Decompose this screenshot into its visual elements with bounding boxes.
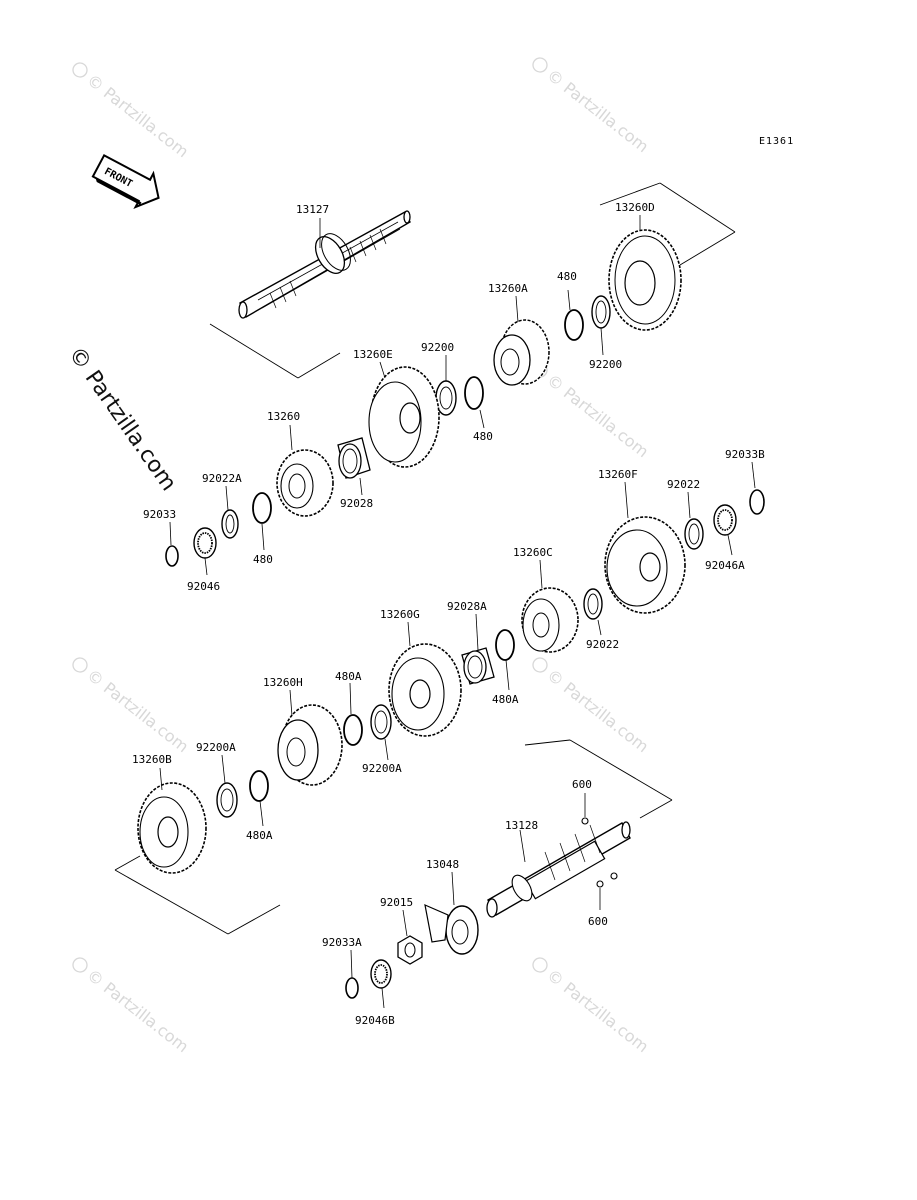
label-600: 600 <box>588 915 608 928</box>
watermark-group: © Partzilla.com © Partzilla.com © Partzi… <box>72 57 652 1056</box>
label-92200A: 92200A <box>362 762 402 775</box>
part-92200-washer[interactable] <box>591 295 611 356</box>
part-13260C-gear[interactable] <box>521 559 579 653</box>
label-480: 480 <box>253 553 273 566</box>
label-480: 480 <box>557 270 577 283</box>
label-92200A: 92200A <box>196 741 236 754</box>
label-92033: 92033 <box>143 508 176 521</box>
part-13260B-gear[interactable] <box>114 767 281 935</box>
part-92046-bearing[interactable] <box>193 527 217 576</box>
label-92200: 92200 <box>589 358 622 371</box>
label-92033B: 92033B <box>725 448 765 461</box>
label-13128: 13128 <box>505 819 538 832</box>
label-13260A: 13260A <box>488 282 528 295</box>
watermark-text: © Partzilla.com <box>543 370 652 461</box>
part-600-ball[interactable] <box>581 793 589 825</box>
label-480A: 480A <box>246 829 273 842</box>
part-92046B-bearing[interactable] <box>370 959 392 1009</box>
part-92022A-washer[interactable] <box>221 485 239 539</box>
label-92046: 92046 <box>187 580 220 593</box>
part-13260A-gear[interactable] <box>493 295 550 386</box>
part-480-circlip[interactable] <box>564 289 584 341</box>
watermark-text: © Partzilla.com <box>543 65 652 156</box>
label-13260E: 13260E <box>353 348 393 361</box>
part-92015-nut[interactable] <box>397 909 423 965</box>
part-13260E-gear[interactable] <box>368 361 440 468</box>
label-92028A: 92028A <box>447 600 487 613</box>
part-92028-bushing[interactable] <box>337 437 371 496</box>
part-92033A-circlip[interactable] <box>345 949 359 999</box>
label-92015: 92015 <box>380 896 413 909</box>
label-13048: 13048 <box>426 858 459 871</box>
label-92022: 92022 <box>667 478 700 491</box>
label-480: 480 <box>473 430 493 443</box>
label-13260D: 13260D <box>615 201 655 214</box>
part-600-ball[interactable] <box>596 872 618 910</box>
label-92200: 92200 <box>421 341 454 354</box>
label-92046B: 92046B <box>355 1014 395 1027</box>
part-480A-circlip[interactable] <box>495 629 515 691</box>
part-92033B-circlip[interactable] <box>749 461 765 515</box>
label-13127: 13127 <box>296 203 329 216</box>
watermark-text: © Partzilla.com <box>83 665 192 756</box>
part-13128-shaft[interactable] <box>486 739 673 918</box>
label-13260F: 13260F <box>598 468 638 481</box>
part-480A-circlip[interactable] <box>249 770 269 827</box>
label-92046A: 92046A <box>705 559 745 572</box>
label-13260: 13260 <box>267 410 300 423</box>
part-13260G-gear[interactable] <box>388 621 462 737</box>
part-480A-circlip[interactable] <box>343 682 363 746</box>
part-13048-sleeve[interactable] <box>424 871 479 955</box>
part-480-circlip[interactable] <box>252 492 272 551</box>
part-13260H-gear[interactable] <box>277 689 343 786</box>
part-13127-shaft[interactable] <box>209 210 411 379</box>
part-92028A-bushing[interactable] <box>461 613 495 685</box>
part-13260F-gear[interactable] <box>604 481 686 614</box>
label-92022: 92022 <box>586 638 619 651</box>
part-13260D-gear[interactable] <box>599 182 736 331</box>
part-92033-circlip[interactable] <box>165 521 179 567</box>
label-13260B: 13260B <box>132 753 172 766</box>
label-92033A: 92033A <box>322 936 362 949</box>
label-13260G: 13260G <box>380 608 420 621</box>
label-13260H: 13260H <box>263 676 303 689</box>
label-92028: 92028 <box>340 497 373 510</box>
part-13260-gear[interactable] <box>276 424 334 517</box>
part-92200A-washer[interactable] <box>370 704 392 761</box>
watermark-text: © Partzilla.com <box>543 965 652 1056</box>
part-92022-washer[interactable] <box>684 491 704 550</box>
label-92022A: 92022A <box>202 472 242 485</box>
part-92046A-bearing[interactable] <box>713 504 737 556</box>
part-92200A-washer[interactable] <box>216 754 238 818</box>
part-92022-washer[interactable] <box>583 588 603 636</box>
watermark-text: © Partzilla.com <box>83 70 192 161</box>
watermark-text: © Partzilla.com <box>543 665 652 756</box>
label-600: 600 <box>572 778 592 791</box>
part-92200-washer[interactable] <box>435 355 457 416</box>
watermark-text: © Partzilla.com <box>83 965 192 1056</box>
label-480A: 480A <box>492 693 519 706</box>
diagram-reference-code: E1361 <box>759 136 795 147</box>
front-arrow-icon: FRONT <box>91 153 160 210</box>
label-480A: 480A <box>335 670 362 683</box>
label-13260C: 13260C <box>513 546 553 559</box>
part-480-circlip[interactable] <box>464 376 485 429</box>
